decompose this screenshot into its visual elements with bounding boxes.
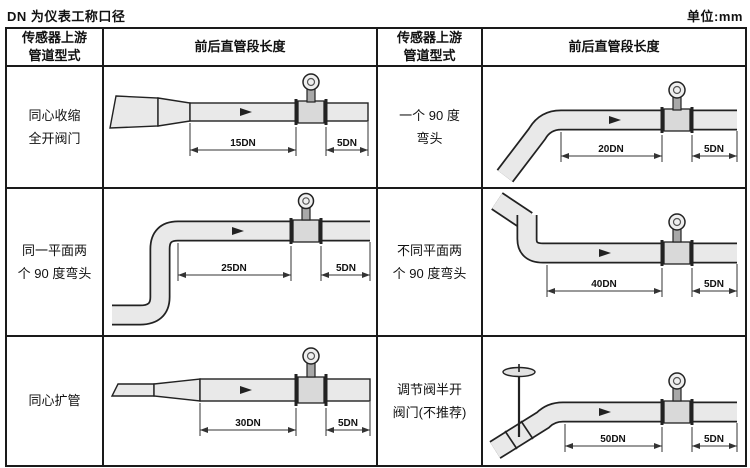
type-one-90-elbow: 一个 90 度 弯头 — [378, 67, 481, 187]
pipe — [491, 192, 737, 264]
dimension-line-upstream: 15DN — [189, 123, 297, 156]
svg-text:50DN: 50DN — [600, 434, 626, 445]
dimension-line-upstream: 30DN — [199, 403, 297, 436]
top-notes: DN 为仪表工称口径 单位:mm — [5, 3, 745, 27]
flow-direction-arrow — [599, 249, 611, 257]
svg-text:5DN: 5DN — [336, 263, 356, 274]
unit-note: 单位:mm — [687, 8, 743, 24]
dimension-line-upstream: 25DN — [177, 243, 292, 281]
dimension-line-upstream: 20DN — [560, 132, 663, 162]
flow-meter-icon — [289, 192, 323, 244]
dimension-line-downstream: 5DN — [691, 264, 738, 297]
diagram-two-elbows-same-plane: 25DN 5DN — [104, 189, 376, 335]
concentric-expander-drawing: 30DN 5DN — [110, 347, 371, 436]
dimension-line-downstream: 5DN — [691, 131, 738, 162]
flow-meter-icon — [660, 213, 694, 266]
flow-direction-arrow — [232, 227, 244, 235]
type-concentric-expander: 同心扩管 — [7, 337, 102, 465]
flow-meter-icon — [294, 347, 328, 406]
header-upstream-type-left: 传感器上游 管道型式 — [7, 29, 102, 65]
one-90-elbow-drawing: 20DN 5DN — [496, 81, 738, 183]
dimension-line-upstream: 50DN — [564, 424, 663, 452]
dimension-line-downstream: 5DN — [325, 122, 369, 156]
type-two-elbows-different-plane: 不同平面两 个 90 度弯头 — [378, 189, 481, 335]
svg-text:5DN: 5DN — [704, 279, 724, 290]
diagram-two-elbows-different-plane: 40DN 5DN — [483, 189, 745, 335]
svg-text:30DN: 30DN — [235, 418, 261, 429]
dimension-line-upstream: 40DN — [546, 265, 663, 297]
svg-text:5DN: 5DN — [337, 138, 357, 149]
half-open-valve-drawing: 50DN 5DN — [489, 364, 738, 459]
diagram-concentric-reducer: 15DN 5DN — [104, 67, 376, 187]
flow-meter-icon — [294, 73, 328, 125]
header-upstream-type-right: 传感器上游 管道型式 — [378, 29, 481, 65]
svg-text:5DN: 5DN — [338, 418, 358, 429]
header-straight-length-left: 前后直管段长度 — [104, 29, 376, 65]
svg-text:5DN: 5DN — [704, 434, 724, 445]
svg-text:20DN: 20DN — [598, 144, 624, 155]
pipe — [489, 401, 737, 459]
diagram-half-open-valve: 50DN 5DN — [483, 337, 745, 465]
flow-meter-icon — [660, 81, 694, 133]
header-straight-length-right: 前后直管段长度 — [483, 29, 745, 65]
two-elbows-different-plane-drawing: 40DN 5DN — [491, 192, 738, 297]
flow-direction-arrow — [240, 386, 252, 394]
pipe — [496, 109, 737, 183]
diagram-one-90-elbow: 20DN 5DN — [483, 67, 745, 187]
svg-text:5DN: 5DN — [704, 144, 724, 155]
dn-definition-note: DN 为仪表工称口径 — [7, 8, 126, 24]
svg-text:15DN: 15DN — [230, 138, 256, 149]
dimension-line-downstream: 5DN — [325, 402, 371, 436]
flow-direction-arrow — [599, 408, 611, 416]
type-concentric-reducer-valve: 同心收缩 全开阀门 — [7, 67, 102, 187]
installation-table: 传感器上游 管道型式 前后直管段长度 传感器上游 管道型式 前后直管段长度 同心… — [5, 27, 747, 467]
flow-direction-arrow — [609, 116, 621, 124]
regulating-valve-icon — [502, 364, 536, 450]
flow-meter-icon — [660, 372, 694, 425]
type-two-elbows-same-plane: 同一平面两 个 90 度弯头 — [7, 189, 102, 335]
diagram-concentric-expander: 30DN 5DN — [104, 337, 376, 465]
concentric-reducer-drawing: 15DN 5DN — [109, 73, 369, 156]
dimension-line-downstream: 5DN — [691, 423, 738, 452]
type-half-open-regulating-valve: 调节阀半开 阀门(不推荐) — [378, 337, 481, 465]
pipe — [112, 220, 370, 326]
pipe — [110, 378, 371, 402]
flow-direction-arrow — [240, 108, 252, 116]
svg-text:40DN: 40DN — [591, 279, 617, 290]
dimension-line-downstream: 5DN — [320, 242, 371, 281]
pipe — [109, 95, 369, 129]
two-elbows-same-plane-drawing: 25DN 5DN — [112, 192, 371, 326]
svg-text:25DN: 25DN — [221, 263, 247, 274]
